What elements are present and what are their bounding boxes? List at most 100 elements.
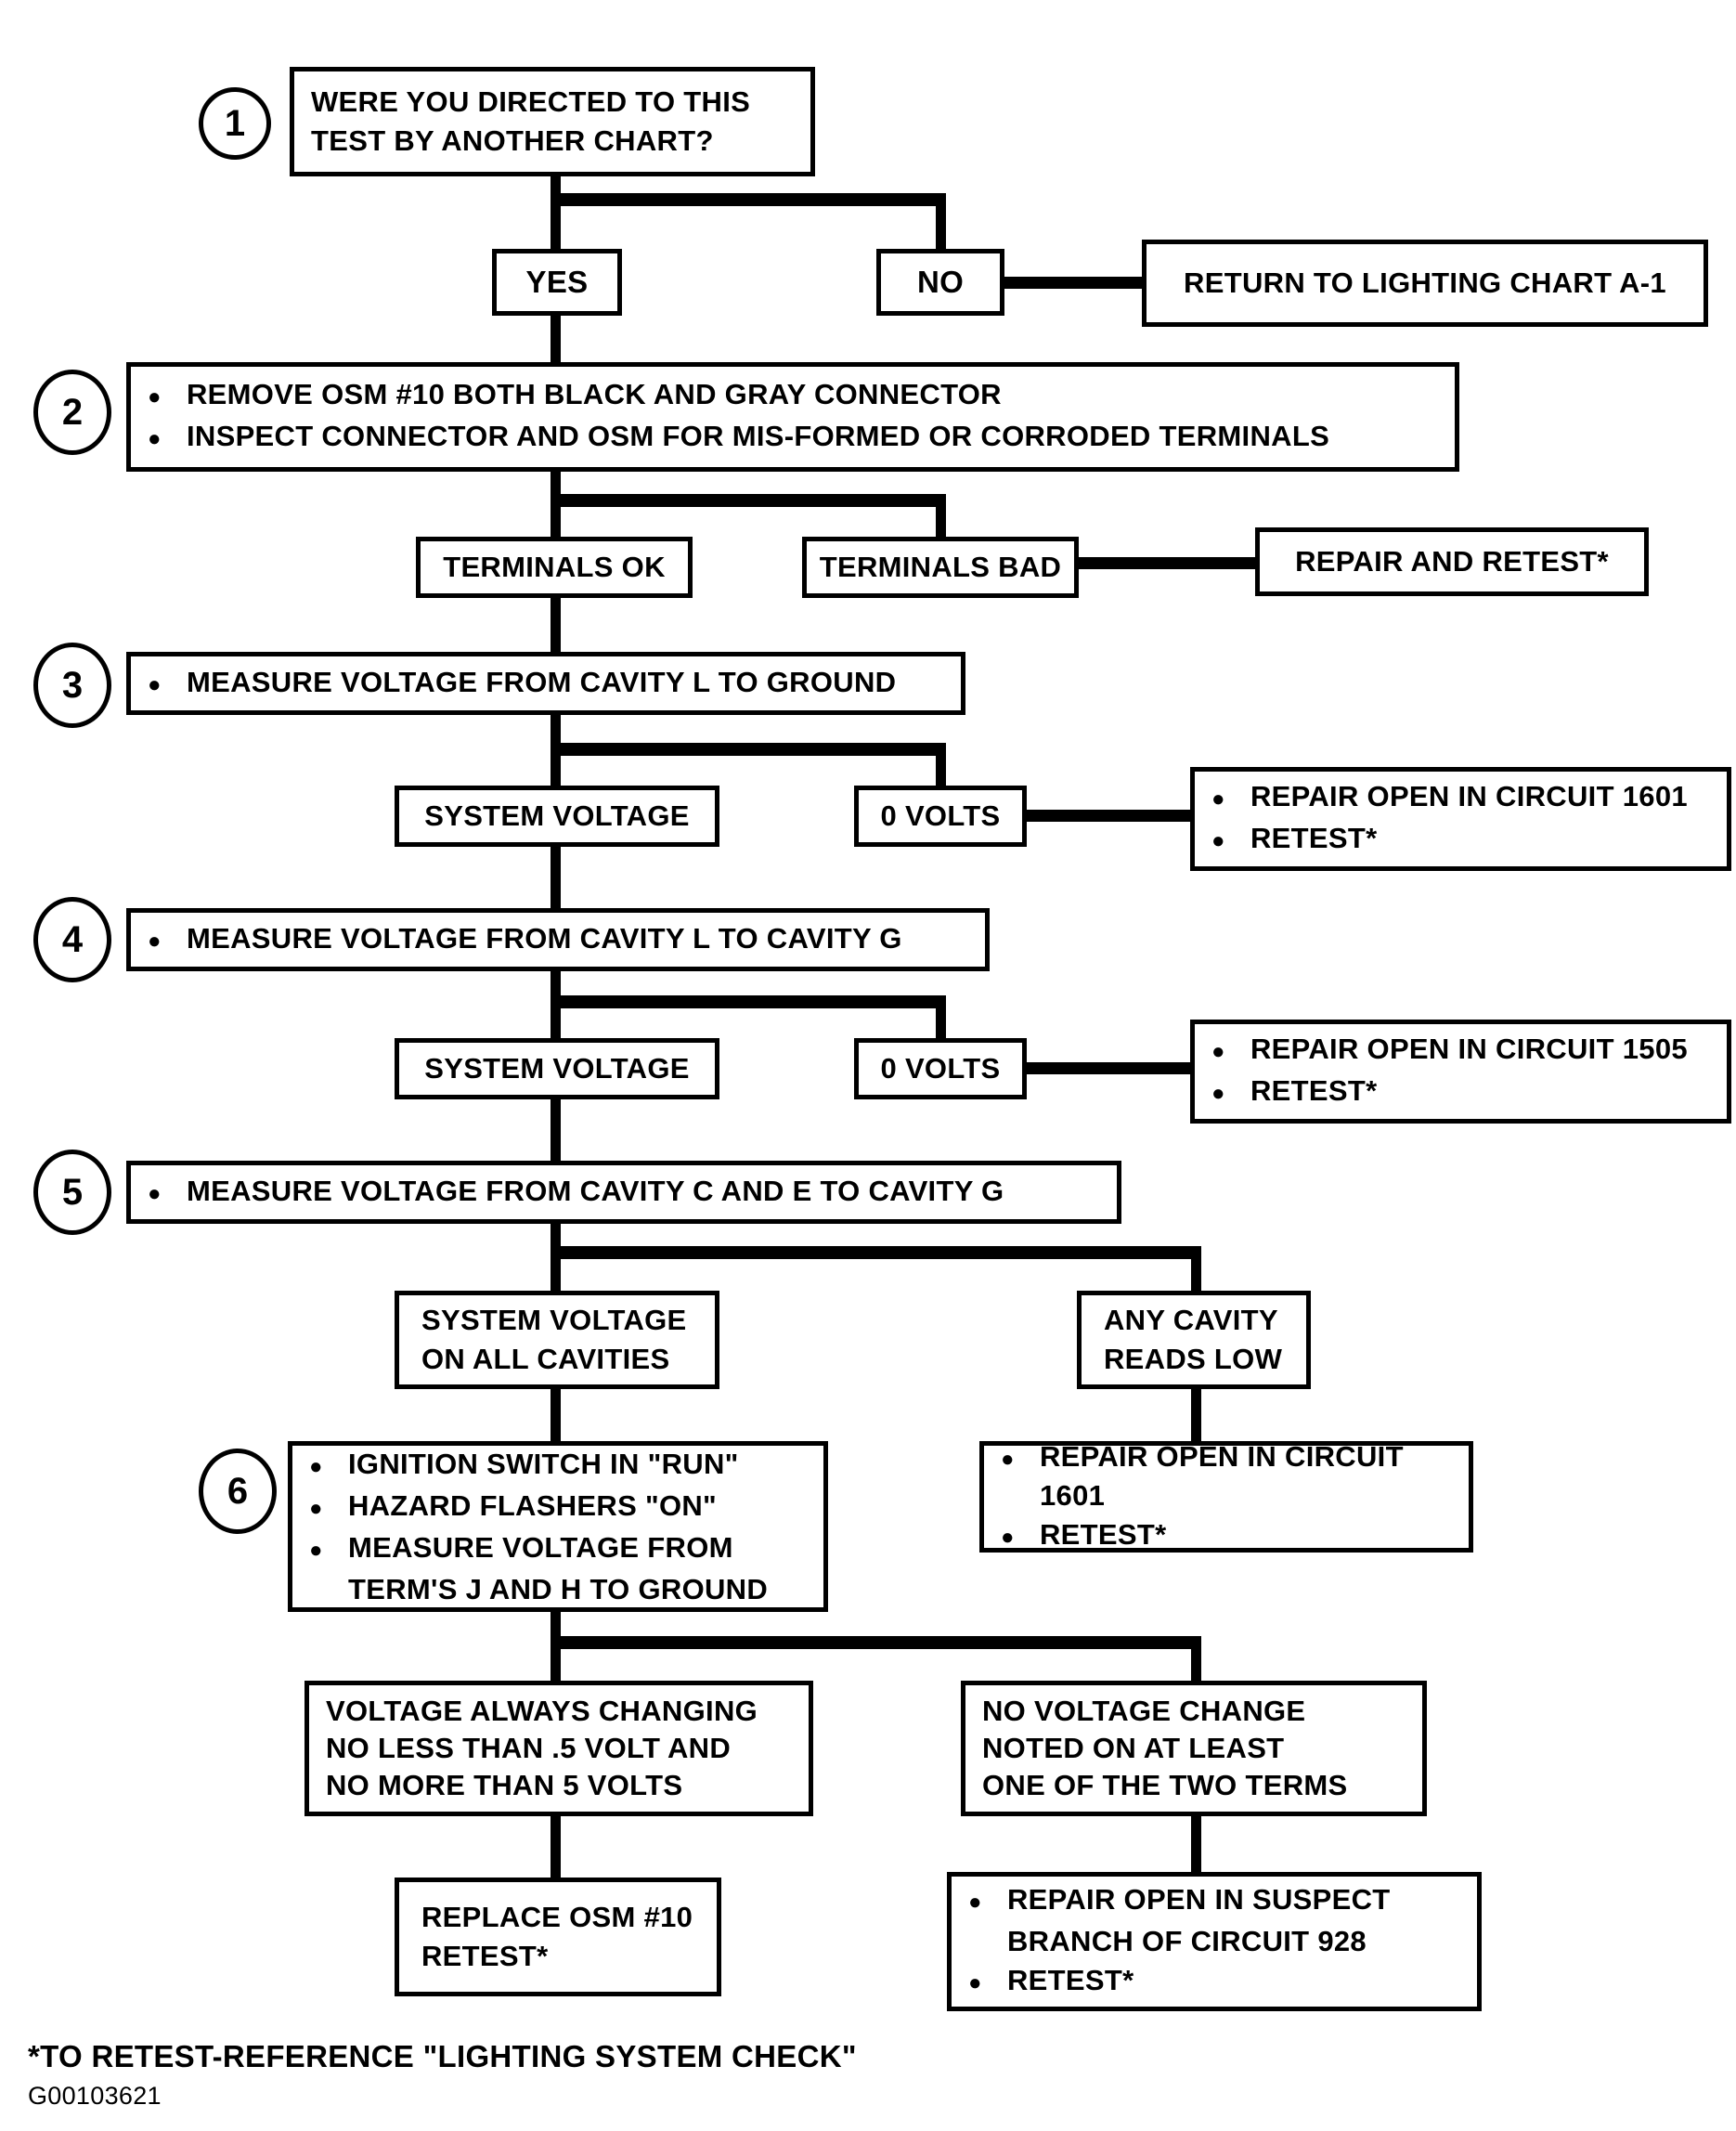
bullet-icon: ● xyxy=(968,1890,982,1915)
question-box: WERE YOU DIRECTED TO THIS TEST BY ANOTHE… xyxy=(290,67,815,176)
bullet-icon: ● xyxy=(309,1538,323,1563)
bullet-icon: ● xyxy=(1001,1524,1015,1550)
connector-line xyxy=(551,1099,561,1163)
no-box: NO xyxy=(876,249,1004,316)
connector-line xyxy=(936,494,946,539)
bullet-row: ● REPAIR OPEN IN CIRCUIT 1505 xyxy=(1211,1030,1710,1072)
step-number: 5 xyxy=(61,1171,84,1213)
repair-circuit-1505-box: ●REPAIR OPEN IN CIRCUIT 1505 ●RETEST* xyxy=(1190,1020,1731,1124)
any-cavity-reads-low-box: ANY CAVITY READS LOW xyxy=(1077,1291,1311,1389)
connector-line xyxy=(551,995,946,1008)
bullet-row: ● MEASURE VOLTAGE FROM CAVITY L TO CAVITY… xyxy=(148,919,968,961)
result-text: READS LOW xyxy=(1104,1343,1283,1375)
bullet-row: ●MEASURE VOLTAGE FROM CAVITY L TO GROUND xyxy=(148,663,944,705)
step-circle-1: 1 xyxy=(199,87,271,160)
repair-circuit-1601-box-a: ● REPAIR OPEN IN CIRCUIT 1601 ● RETEST* xyxy=(1190,767,1731,871)
return-to-chart-label: RETURN TO LIGHTING CHART A-1 xyxy=(1184,266,1666,299)
step-circle-4: 4 xyxy=(33,897,111,982)
terminals-ok-box: TERMINALS OK xyxy=(416,537,693,598)
step-2-action-box: ● REMOVE OSM #10 BOTH BLACK AND GRAY CONN… xyxy=(126,362,1459,472)
footnote: *TO RETEST-REFERENCE "LIGHTING SYSTEM CH… xyxy=(28,2039,857,2073)
action-text: REPAIR OPEN IN CIRCUIT 1601 xyxy=(1040,1439,1404,1512)
action-text: RETEST* xyxy=(421,1940,549,1972)
step-3-action-box: ●MEASURE VOLTAGE FROM CAVITY L TO GROUND xyxy=(126,652,965,715)
bullet-icon: ● xyxy=(309,1496,323,1521)
bullet-row: ●HAZARD FLASHERS "ON" xyxy=(309,1487,807,1528)
bullet-icon: ● xyxy=(1211,786,1225,812)
zero-volts-box-2: 0 VOLTS xyxy=(854,1038,1027,1099)
connector-line xyxy=(1191,1387,1201,1443)
connector-line xyxy=(551,193,946,206)
bullet-row: ● MEASURE VOLTAGE FROM CAVITY C AND E TO … xyxy=(148,1172,1100,1214)
bullet-row: ●RETEST* xyxy=(968,1961,1460,2003)
connector-line xyxy=(1077,557,1257,569)
replace-osm-box: REPLACE OSM #10 RETEST* xyxy=(395,1878,721,1996)
result-text: ANY CAVITY xyxy=(1104,1304,1278,1336)
system-voltage-box-1: SYSTEM VOLTAGE xyxy=(395,786,719,847)
connector-line xyxy=(1191,1636,1201,1683)
step-number: 3 xyxy=(61,664,84,706)
connector-line xyxy=(551,1636,1201,1649)
bullet-icon: ● xyxy=(148,426,162,451)
bullet-icon: ● xyxy=(148,1180,162,1206)
step-circle-6: 6 xyxy=(199,1449,277,1534)
action-text: REPAIR OPEN IN CIRCUIT 1505 xyxy=(1250,1033,1688,1065)
yes-box: YES xyxy=(492,249,622,316)
step-circle-3: 3 xyxy=(33,643,111,728)
result-text: VOLTAGE ALWAYS CHANGING xyxy=(326,1695,758,1727)
bullet-row: ●REMOVE OSM #10 BOTH BLACK AND GRAY CONN… xyxy=(148,375,1438,417)
system-voltage-box-2: SYSTEM VOLTAGE xyxy=(395,1038,719,1099)
bullet-row: ●MEASURE VOLTAGE FROM xyxy=(309,1528,807,1570)
zero-volts-label: 0 VOLTS xyxy=(880,799,1001,832)
connector-line xyxy=(551,1387,561,1443)
result-text: ON ALL CAVITIES xyxy=(421,1343,670,1375)
action-text: REMOVE OSM #10 BOTH BLACK AND GRAY CONNE… xyxy=(187,378,1002,410)
zero-volts-label: 0 VOLTS xyxy=(880,1052,1001,1085)
system-voltage-all-cavities-box: SYSTEM VOLTAGE ON ALL CAVITIES xyxy=(395,1291,719,1389)
connector-line xyxy=(551,1816,561,1879)
bullet-icon: ● xyxy=(148,671,162,697)
repair-and-retest-label: REPAIR AND RETEST* xyxy=(1295,545,1609,578)
step-number: 1 xyxy=(224,102,246,144)
repair-circuit-1601-box-b: ● REPAIR OPEN IN CIRCUIT 1601 ● RETEST* xyxy=(979,1440,1473,1553)
step-circle-5: 5 xyxy=(33,1150,111,1235)
bullet-icon: ● xyxy=(1211,1081,1225,1106)
bullet-row: ● REPAIR OPEN IN CIRCUIT 1601 xyxy=(1001,1437,1452,1515)
connector-line xyxy=(936,995,946,1040)
repair-circuit-928-box: ●REPAIR OPEN IN SUSPECT BRANCH OF CIRCUI… xyxy=(947,1872,1482,2011)
connector-line xyxy=(551,598,561,654)
bullet-row: ● INSPECT CONNECTOR AND OSM FOR MIS-FORME… xyxy=(148,417,1438,459)
no-label: NO xyxy=(916,265,965,299)
result-text: NO MORE THAN 5 VOLTS xyxy=(326,1769,683,1801)
bullet-row: ● RETEST* xyxy=(1001,1515,1452,1557)
bullet-icon: ● xyxy=(1211,1039,1225,1064)
connector-line xyxy=(1025,810,1192,822)
question-text: WERE YOU DIRECTED TO THIS xyxy=(311,85,751,118)
bullet-row: ●REPAIR OPEN IN SUSPECT xyxy=(968,1880,1460,1922)
step-6-action-box: ●IGNITION SWITCH IN "RUN" ●HAZARD FLASHE… xyxy=(288,1441,828,1612)
voltage-always-changing-box: VOLTAGE ALWAYS CHANGING NO LESS THAN .5 … xyxy=(304,1681,813,1816)
repair-and-retest-box: REPAIR AND RETEST* xyxy=(1255,527,1649,596)
bullet-icon: ● xyxy=(1001,1446,1015,1472)
connector-line xyxy=(1025,1062,1192,1074)
action-text: RETEST* xyxy=(1040,1517,1167,1551)
action-text: INSPECT CONNECTOR AND OSM FOR MIS-FORMED… xyxy=(187,420,1330,452)
step-number: 6 xyxy=(227,1470,249,1512)
action-text: MEASURE VOLTAGE FROM CAVITY C AND E TO C… xyxy=(187,1174,1004,1207)
result-text: SYSTEM VOLTAGE xyxy=(421,1304,687,1336)
action-text: RETEST* xyxy=(1250,822,1378,854)
terminals-bad-label: TERMINALS BAD xyxy=(819,551,1062,583)
connector-line xyxy=(551,176,561,249)
connector-line xyxy=(551,494,946,507)
no-voltage-change-box: NO VOLTAGE CHANGE NOTED ON AT LEAST ONE … xyxy=(961,1681,1427,1816)
action-text: REPLACE OSM #10 xyxy=(421,1901,693,1933)
bullet-row: ● RETEST* xyxy=(1211,819,1710,861)
connector-line xyxy=(936,743,946,787)
step-4-action-box: ● MEASURE VOLTAGE FROM CAVITY L TO CAVITY… xyxy=(126,908,990,971)
action-text: MEASURE VOLTAGE FROM CAVITY L TO CAVITY … xyxy=(187,921,902,955)
terminals-ok-label: TERMINALS OK xyxy=(443,551,666,583)
bullet-icon: ● xyxy=(148,928,162,954)
action-text: REPAIR OPEN IN CIRCUIT 1601 xyxy=(1250,780,1688,812)
bullet-icon: ● xyxy=(1211,828,1225,853)
return-to-chart-box: RETURN TO LIGHTING CHART A-1 xyxy=(1142,240,1708,327)
